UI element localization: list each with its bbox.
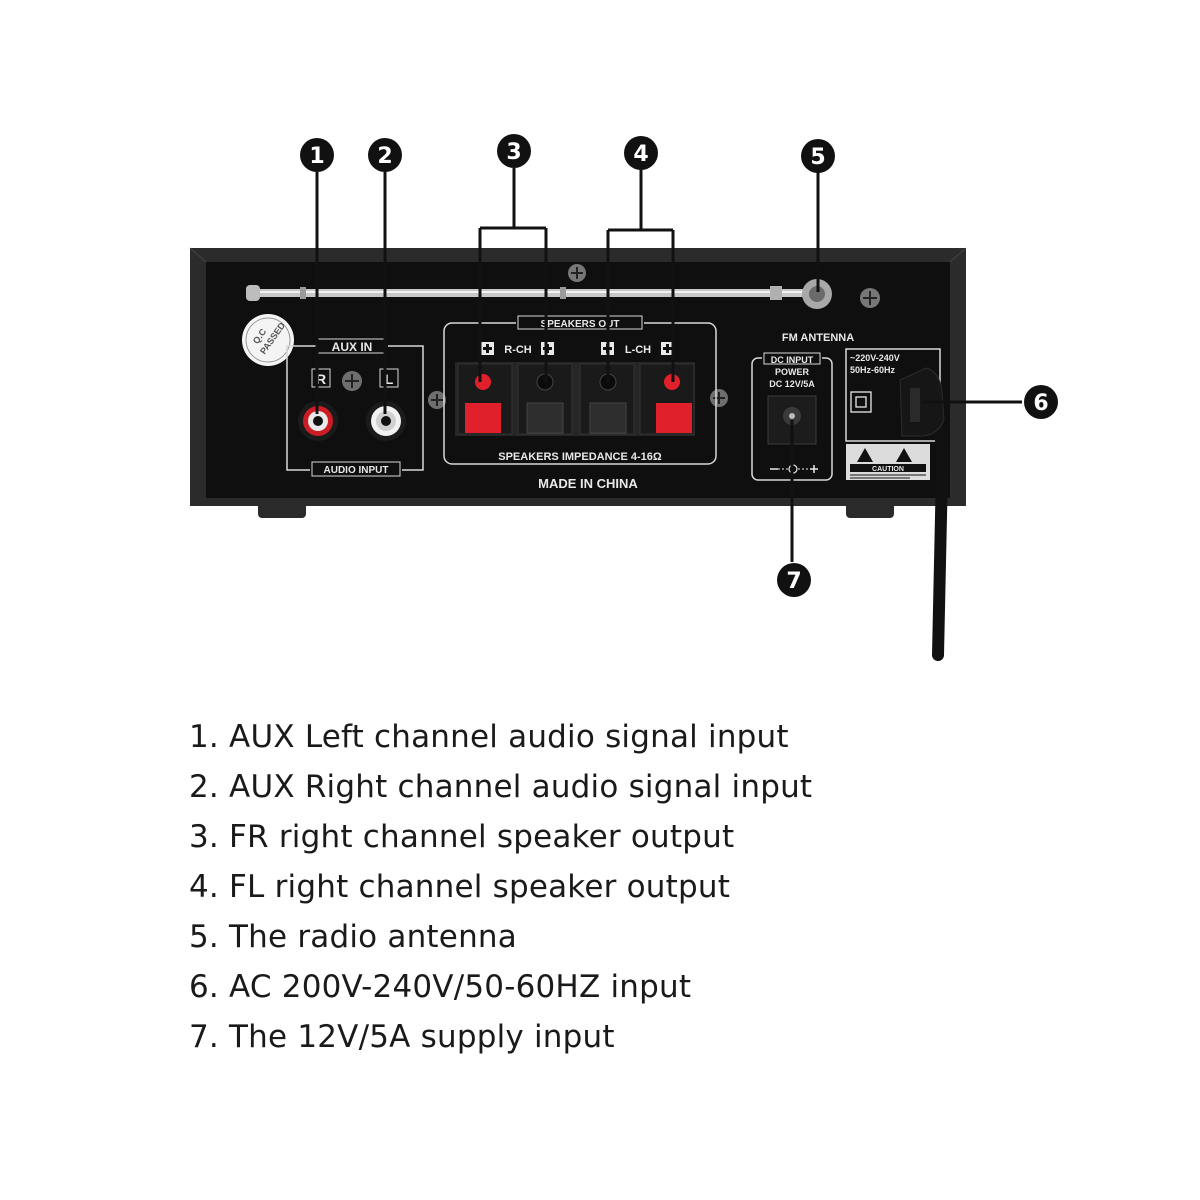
dc-rating-label: DC 12V/5A: [769, 379, 815, 389]
marker-6: 6: [1024, 385, 1058, 419]
marker-5: 5: [801, 139, 835, 173]
power-label: POWER: [775, 367, 810, 377]
speaker-terminal-l-plus[interactable]: [639, 363, 695, 435]
legend-item-3: 3. FR right channel speaker output: [189, 819, 735, 855]
svg-text:7: 7: [786, 569, 801, 594]
marker-3: 3: [497, 134, 531, 168]
marker-2: 2: [368, 138, 402, 172]
legend-item-1: 1. AUX Left channel audio signal input: [189, 719, 789, 755]
aux-center-screw: [342, 371, 362, 391]
top-screw: [568, 264, 586, 282]
aux-r-label: R: [316, 371, 326, 387]
plus-icon: [661, 342, 674, 355]
speaker-right-screw: [710, 389, 728, 407]
dc-input-section: DC INPUT POWER DC 12V/5A: [751, 352, 833, 481]
made-in-label: MADE IN CHINA: [538, 476, 638, 491]
ac-freq-label: 50Hz-60Hz: [850, 365, 896, 375]
legend-item-4: 4. FL right channel speaker output: [189, 869, 731, 905]
speaker-terminal-l-minus[interactable]: [579, 363, 635, 435]
legend-item-7: 7. The 12V/5A supply input: [189, 1019, 615, 1055]
fm-antenna-label: FM ANTENNA: [782, 332, 854, 344]
aux-jack-red[interactable]: [298, 401, 338, 441]
speaker-terminal-r-plus[interactable]: [457, 363, 513, 435]
legend-item-2: 2. AUX Right channel audio signal input: [189, 769, 813, 805]
ac-power-cord: [899, 367, 949, 661]
l-ch-label: L-CH: [625, 344, 651, 356]
r-ch-label: R-CH: [504, 344, 532, 356]
plus-icon: [481, 342, 494, 355]
legend-item-6: 6. AC 200V-240V/50-60HZ input: [189, 969, 692, 1005]
svg-text:6: 6: [1033, 391, 1048, 416]
caution-label-plate: CAUTION: [846, 444, 930, 480]
speakers-impedance-label: SPEAKERS IMPEDANCE 4-16Ω: [498, 451, 662, 463]
svg-text:5: 5: [810, 145, 825, 170]
marker-1: 1: [300, 138, 334, 172]
amplifier-rear-panel-diagram: FM ANTENNA Q.C PASSED AUX IN R L: [189, 134, 1058, 661]
caution-label: CAUTION: [872, 466, 904, 473]
speakers-out-label: SPEAKERS OUT: [541, 319, 620, 330]
leader-lines: [315, 168, 1022, 562]
audio-input-label: AUDIO INPUT: [324, 465, 389, 476]
svg-text:3: 3: [506, 140, 521, 165]
aux-l-label: L: [385, 371, 394, 387]
ac-input-section: ~220V-240V 50Hz-60Hz CAUTION: [845, 348, 941, 480]
double-insulation-icon: [850, 391, 872, 413]
aux-in-label: AUX IN: [332, 340, 373, 354]
aux-jack-white[interactable]: [366, 401, 406, 441]
marker-4: 4: [624, 136, 658, 170]
svg-text:1: 1: [309, 144, 324, 169]
legend-list: 1. AUX Left channel audio signal input 2…: [189, 712, 812, 1062]
qc-passed-sticker: Q.C PASSED: [242, 314, 294, 366]
marker-7: 7: [777, 563, 811, 597]
legend-item-5: 5. The radio antenna: [189, 919, 517, 955]
ac-voltage-label: ~220V-240V: [850, 353, 900, 363]
dc-input-label: DC INPUT: [771, 355, 814, 365]
svg-text:2: 2: [377, 144, 392, 169]
speaker-left-screw: [428, 391, 446, 409]
top-right-screw: [860, 288, 880, 308]
svg-text:4: 4: [633, 142, 648, 167]
